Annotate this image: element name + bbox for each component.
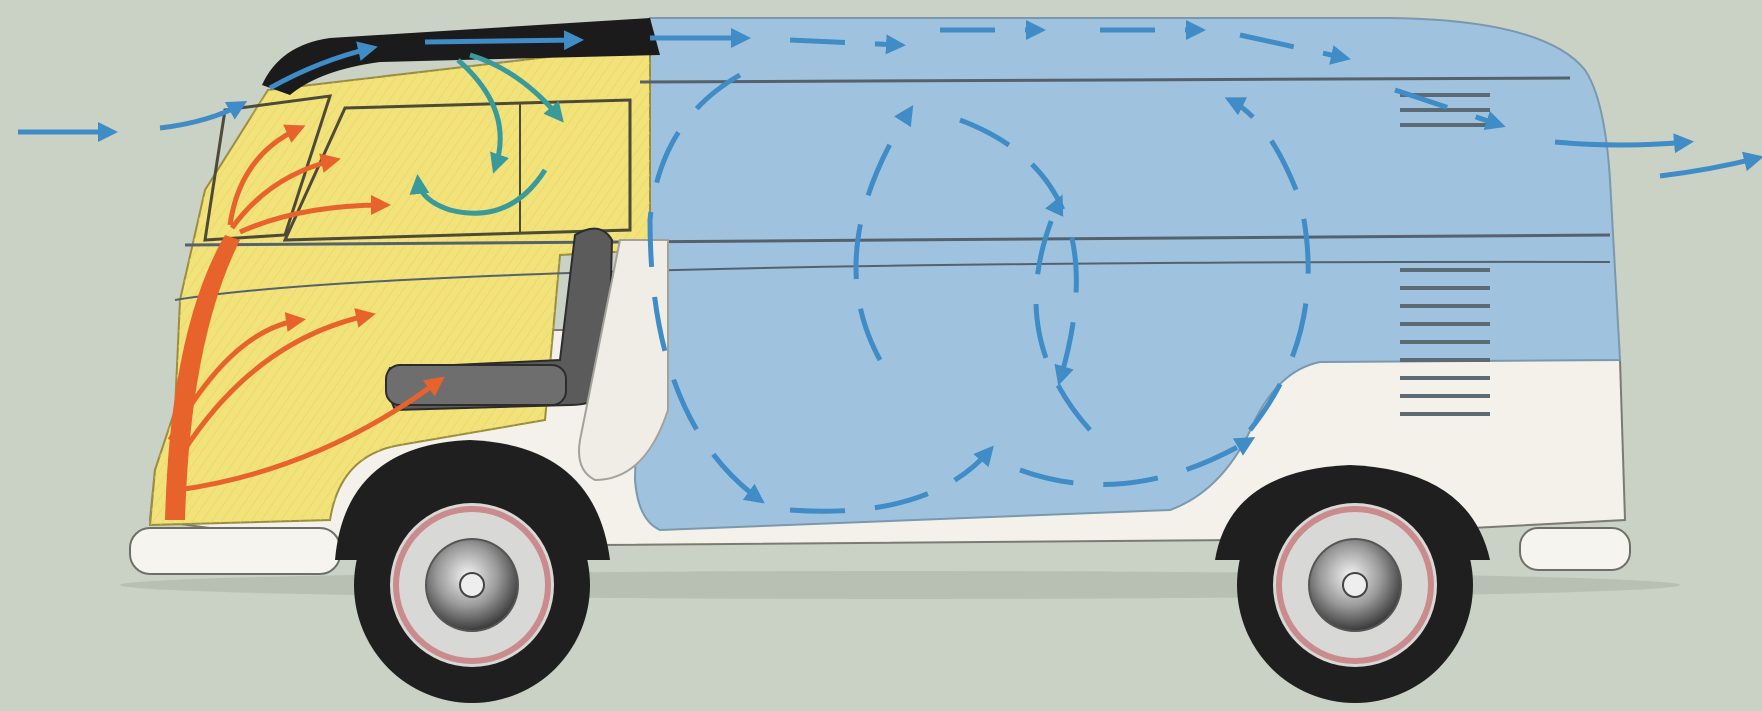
rear-bumper (1520, 528, 1630, 570)
front-wheel (354, 467, 590, 703)
rear-wheel (1237, 467, 1473, 703)
front-bumper (130, 528, 340, 574)
